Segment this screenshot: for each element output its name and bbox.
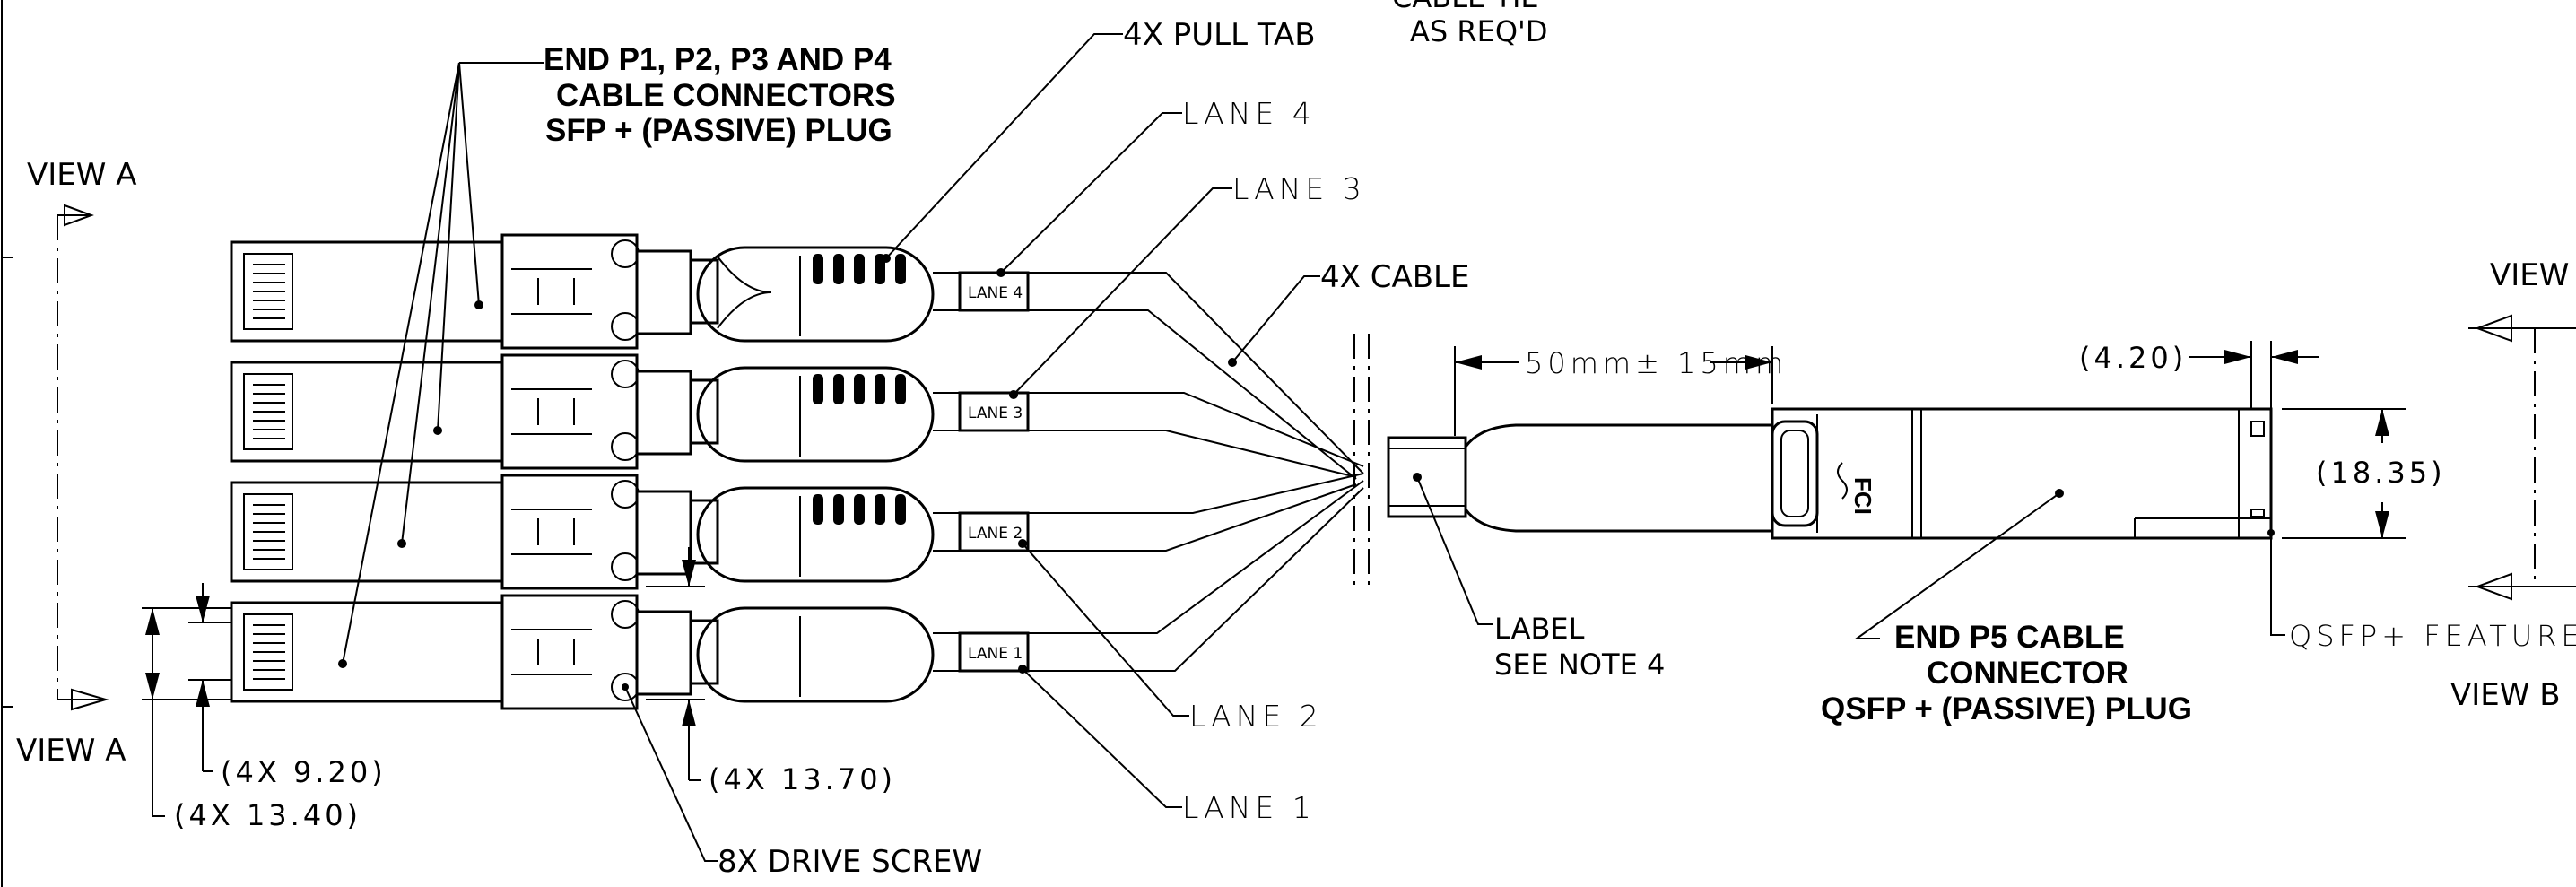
lane3-leader: [1013, 187, 1232, 396]
lane2-label: LANE 2: [1189, 699, 1323, 734]
lane4-leader: [1000, 112, 1182, 274]
sfp-end-label-line2: CABLE CONNECTORS: [556, 78, 896, 113]
qsfp-feature-leader: [2270, 536, 2285, 636]
svg-text:LANE 4: LANE 4: [968, 284, 1023, 302]
dim-18-35: [2282, 408, 2406, 539]
length-dimension: [1454, 346, 1773, 436]
cable-tie-label-line2: AS REQ'D: [1410, 14, 1547, 48]
sfp-end-label-line3: SFP + (PASSIVE) PLUG: [545, 113, 892, 148]
qsfp-connector-p5: [1771, 407, 2275, 540]
view-a-top-label: VIEW A: [27, 157, 136, 193]
qsfp-feature-label: QSFP+ FEATURE: [2289, 619, 2576, 653]
pull-tab-label: 4X PULL TAB: [1123, 17, 1316, 53]
lane-tag-4: LANE 4: [958, 271, 1030, 312]
dim-4-20-label: (4.20): [2079, 341, 2187, 375]
view-a-bottom-label: VIEW A: [16, 733, 126, 769]
label-callout-line1: LABEL: [1494, 612, 1585, 646]
qsfp-end-leader: [1853, 492, 2060, 639]
lane3-leader-dot: [1009, 390, 1018, 399]
view-a-arrow-bottom: [57, 688, 109, 711]
dim-9-20-label: (4X 9.20): [221, 755, 387, 789]
svg-text:LANE 1: LANE 1: [968, 645, 1023, 663]
lane-tag-2: LANE 2: [958, 511, 1030, 552]
cable-label: 4X CABLE: [1320, 259, 1469, 295]
cables: [933, 272, 1364, 672]
view-b-arrow-bottom: [2468, 572, 2576, 601]
dim-13-40: [142, 607, 231, 817]
sfp-connector-p3: [230, 353, 719, 470]
view-b-arrow-top: [2468, 314, 2576, 343]
sfp-connector-p2: [230, 474, 719, 590]
dim-9-20: [188, 583, 231, 772]
qsfp-end-label-line1: END P5 CABLE: [1894, 620, 2125, 655]
sfp-end-label-line1: END P1, P2, P3 AND P4: [544, 42, 892, 77]
lane-tag-1: LANE 1: [958, 631, 1030, 673]
pull-tab-lane3: [696, 366, 935, 463]
drive-screw-label: 8X DRIVE SCREW: [718, 844, 982, 880]
lane-tag-3: LANE 3: [958, 391, 1030, 432]
view-b-top-label: VIEW B: [2490, 257, 2576, 293]
dim-4-20: [2189, 341, 2319, 409]
cable-leader: [1231, 275, 1320, 363]
breakout-label-sleeve: [1387, 436, 1467, 518]
length-label: 50mm± 15mm: [1525, 346, 1788, 380]
qsfp-end-label-line3: QSFP + (PASSIVE) PLUG: [1821, 691, 2192, 726]
fci-logo: FCI: [1849, 477, 1876, 515]
lane1-leader-dot: [1018, 665, 1027, 674]
view-b-bottom-label: VIEW B: [2450, 677, 2561, 713]
cable-leader-dot: [1228, 358, 1237, 367]
dim-13-40-label: (4X 13.40): [174, 798, 361, 832]
qsfp-cable-jacket: [1464, 423, 1774, 533]
sfp-connector-p4: [230, 233, 719, 350]
svg-text:LANE 2: LANE 2: [968, 525, 1023, 543]
lane1-leader: [1022, 668, 1182, 808]
svg-text:LANE 3: LANE 3: [968, 404, 1023, 422]
lane1-label: LANE 1: [1182, 790, 1316, 825]
pull-tab-lane1: [696, 606, 935, 703]
dim-13-70-label: (4X 13.70): [709, 762, 896, 796]
qsfp-end-label-line2: CONNECTOR: [1927, 656, 2128, 691]
sfp-connector-p1: [230, 594, 719, 710]
pull-tab-leader-dot: [882, 254, 891, 263]
pull-tab-lane4: [696, 246, 935, 343]
pull-tab-lane2: [696, 486, 935, 583]
dim-13-70: [646, 547, 705, 781]
lane2-leader-dot: [1018, 539, 1027, 548]
label-leader: [1416, 476, 1493, 625]
pull-tab-leader: [885, 33, 1123, 259]
cable-tie-label: CABLE TIE: [1392, 0, 1539, 14]
view-a-arrow-top: [57, 204, 94, 227]
lane4-leader-dot: [996, 268, 1005, 277]
dim-18-35-label: (18.35): [2316, 456, 2446, 490]
sfp-end-leaders: [338, 62, 544, 668]
lane4-label: LANE 4: [1182, 96, 1316, 131]
fci-logo-mark: [1837, 462, 1848, 500]
lane3-label: LANE 3: [1232, 171, 1366, 206]
drive-screw-leader: [624, 686, 718, 862]
label-callout-line2: SEE NOTE 4: [1494, 648, 1665, 682]
lane2-leader: [1022, 543, 1189, 717]
